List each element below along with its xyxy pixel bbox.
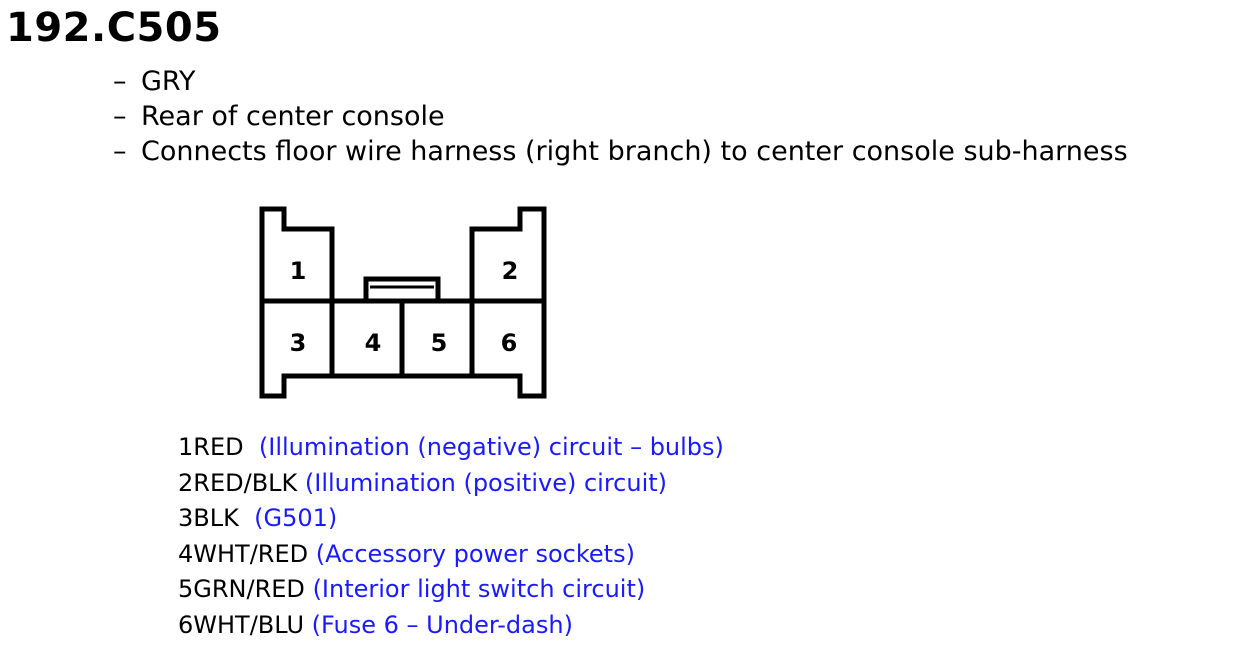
connector-latch [363, 276, 441, 304]
cavity-label-6: 6 [501, 329, 518, 357]
pin-number: 3 [178, 504, 194, 532]
cavity-label-4: 4 [365, 329, 382, 357]
pin-description: (G501) [254, 504, 338, 532]
connector-face-diagram: 1 2 3 4 5 6 [259, 206, 547, 399]
pin-number: 6 [178, 610, 194, 639]
pin-number: 2 [178, 468, 194, 497]
pinout-row: 4WHT/RED (Accessory power sockets) [178, 537, 724, 573]
pin-number: 1 [178, 433, 194, 461]
connector-info-list: –GRY –Rear of center console –Connects f… [113, 64, 1128, 169]
pin-wire-color: WHT/BLU [193, 610, 305, 639]
pinout-row: 1RED (Illumination (negative) circuit – … [178, 430, 724, 466]
list-dash: – [113, 101, 127, 132]
connector-color-text: GRY [141, 66, 196, 97]
connector-location-text: Rear of center console [141, 101, 445, 132]
pin-description: (Accessory power sockets) [315, 539, 635, 568]
list-dash: – [113, 66, 127, 97]
pinout-row: 5GRN/RED (Interior light switch circuit) [178, 572, 724, 608]
pin-wire-color: BLK [193, 504, 239, 532]
cavity-label-3: 3 [290, 329, 307, 357]
pin-number: 4 [178, 539, 194, 568]
cavity-label-5: 5 [431, 329, 448, 357]
connector-color-item: –GRY [113, 64, 1128, 99]
cavity-label-1: 1 [290, 257, 307, 285]
pin-number: 5 [178, 575, 194, 603]
pin-description: (Fuse 6 – Under-dash) [311, 610, 573, 639]
connector-function-item: –Connects floor wire harness (right bran… [113, 134, 1128, 169]
pinout-list: 1RED (Illumination (negative) circuit – … [178, 430, 724, 643]
connector-location-item: –Rear of center console [113, 99, 1128, 134]
pinout-row: 2RED/BLK (Illumination (positive) circui… [178, 466, 724, 502]
pin-description: (Illumination (negative) circuit – bulbs… [258, 433, 724, 461]
pin-wire-color: GRN/RED [193, 575, 305, 603]
connector-title: 192.C505 [6, 5, 222, 51]
connector-function-text: Connects floor wire harness (right branc… [141, 136, 1128, 167]
list-dash: – [113, 136, 127, 167]
pin-wire-color: WHT/RED [193, 539, 309, 568]
pin-wire-color: RED [193, 433, 244, 461]
pinout-row: 3BLK (G501) [178, 501, 724, 537]
pinout-row: 6WHT/BLU (Fuse 6 – Under-dash) [178, 608, 724, 644]
pin-description: (Interior light switch circuit) [312, 575, 646, 603]
pin-description: (Illumination (positive) circuit) [304, 468, 668, 497]
connector-housing-outline [259, 206, 547, 399]
cavity-label-2: 2 [502, 257, 519, 285]
pin-wire-color: RED/BLK [193, 468, 298, 497]
